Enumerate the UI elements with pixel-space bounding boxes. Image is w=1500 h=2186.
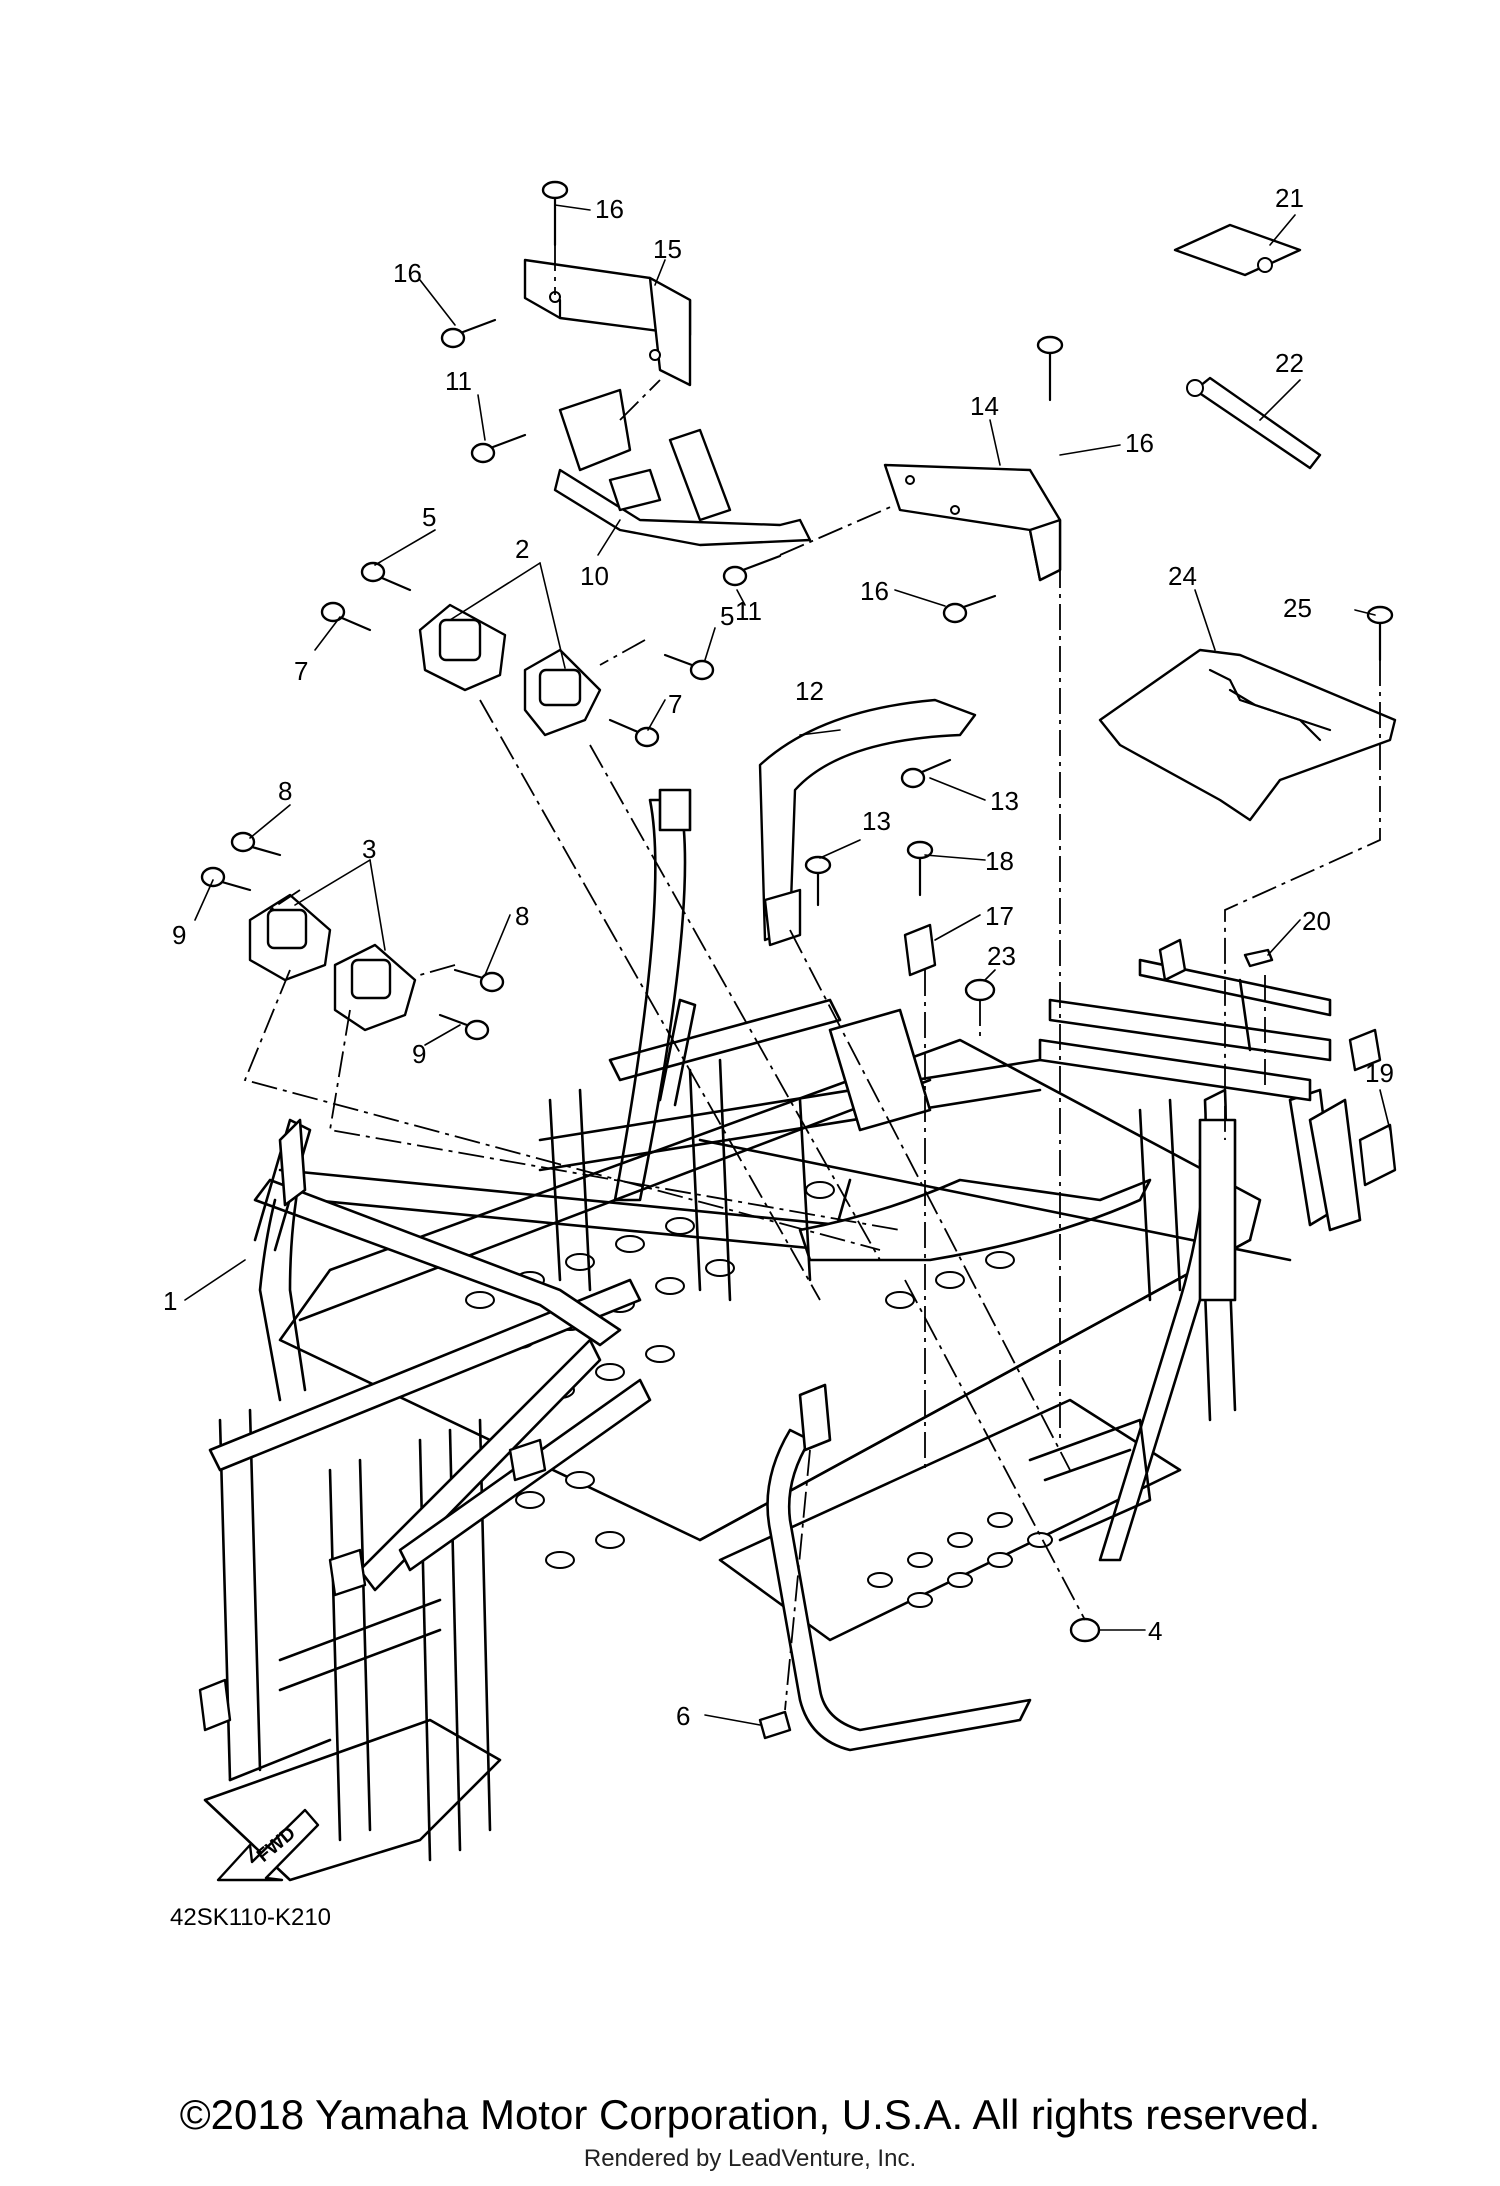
- label-5b: 5: [720, 601, 734, 631]
- label-12: 12: [795, 676, 824, 706]
- label-10: 10: [580, 561, 609, 591]
- label-13a: 13: [990, 786, 1019, 816]
- label-25: 25: [1283, 593, 1312, 623]
- part-10-mount: [553, 388, 812, 547]
- part-4-nut: [1069, 1617, 1101, 1643]
- label-7a: 7: [294, 656, 308, 686]
- label-9a: 9: [172, 920, 186, 950]
- label-1: 1: [163, 1286, 177, 1316]
- leader-lines: [184, 204, 1391, 1726]
- label-2: 2: [515, 534, 529, 564]
- label-19: 19: [1365, 1058, 1394, 1088]
- label-17: 17: [985, 901, 1014, 931]
- bolts: [200, 180, 1394, 1041]
- label-6: 6: [676, 1701, 690, 1731]
- label-4: 4: [1148, 1616, 1162, 1646]
- label-7b: 7: [668, 689, 682, 719]
- label-5a: 5: [422, 502, 436, 532]
- label-18: 18: [985, 846, 1014, 876]
- label-16c: 16: [1125, 428, 1154, 458]
- label-8b: 8: [515, 901, 529, 931]
- rendered-by-notice: Rendered by LeadVenture, Inc.: [583, 2145, 917, 2172]
- part-21-pad: [1173, 223, 1302, 277]
- label-16b: 16: [393, 258, 422, 288]
- diagram-code: 42SK110-K210: [170, 1904, 331, 1931]
- part-17-clip: [903, 923, 937, 977]
- part-2-mounts: [418, 603, 602, 737]
- part-24-plate: [1098, 648, 1397, 822]
- copyright-notice: ©2018 Yamaha Motor Corporation, U.S.A. A…: [179, 2091, 1321, 2138]
- part-14-bracket: [883, 463, 1062, 582]
- label-15: 15: [653, 234, 682, 264]
- label-20: 20: [1302, 906, 1331, 936]
- part-22-rod: [1186, 376, 1322, 470]
- part-23-cap: [964, 978, 996, 1002]
- label-24: 24: [1168, 561, 1197, 591]
- part-6-clip: [758, 1710, 792, 1740]
- assembly-lines: [243, 245, 1381, 1711]
- label-11b: 11: [735, 596, 762, 626]
- label-16a: 16: [595, 194, 624, 224]
- part-19-plate: [1358, 1123, 1397, 1187]
- label-8a: 8: [278, 776, 292, 806]
- part-20-square: [1243, 948, 1274, 968]
- part-labels: 1 2 3 4 5 5 6 7 7 8 8 9 9 10 11 11 12 13…: [163, 183, 1394, 1731]
- part-15-bracket: [523, 258, 692, 387]
- part-3-mounts: [248, 893, 417, 1032]
- label-11a: 11: [445, 366, 472, 396]
- label-16d: 16: [860, 576, 889, 606]
- label-9b: 9: [412, 1039, 426, 1069]
- label-21: 21: [1275, 183, 1304, 213]
- label-13b: 13: [862, 806, 891, 836]
- label-3: 3: [362, 834, 376, 864]
- label-22: 22: [1275, 348, 1304, 378]
- label-23: 23: [987, 941, 1016, 971]
- label-14: 14: [970, 391, 999, 421]
